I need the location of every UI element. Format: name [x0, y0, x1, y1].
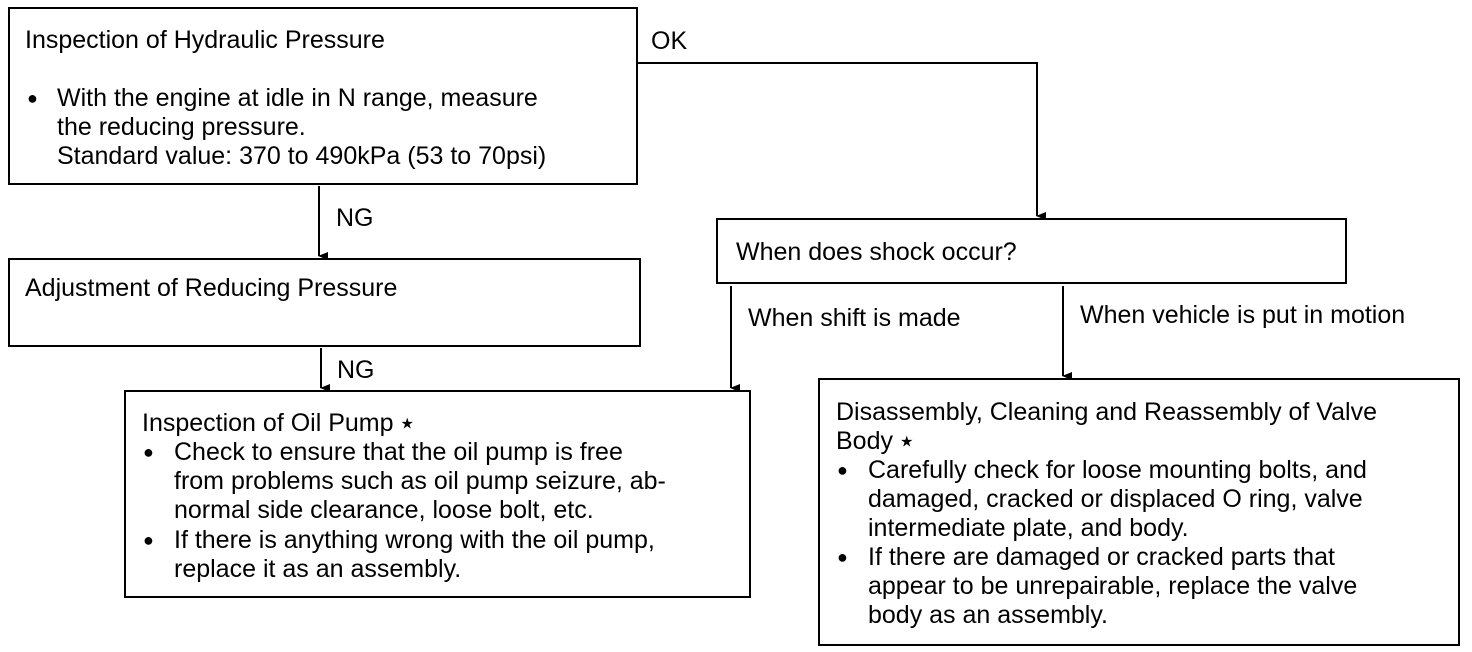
- bullet-icon: ●: [837, 547, 848, 567]
- ok-label: OK: [651, 27, 688, 55]
- reducing-pressure-title: Adjustment of Reducing Pressure: [25, 274, 398, 302]
- hydraulic-bullet-line: Standard value: 370 to 490kPa (53 to 70p…: [57, 142, 547, 170]
- shift-label: When shift is made: [748, 304, 961, 332]
- motion-label: When vehicle is put in motion: [1080, 301, 1406, 329]
- reducing-pressure-box: Adjustment of Reducing Pressure: [8, 258, 641, 347]
- hydraulic-pressure-title: Inspection of Hydraulic Pressure: [25, 26, 385, 54]
- oil-pump-box: Inspection of Oil Pump ★ ● Check to ensu…: [124, 390, 751, 598]
- hydraulic-bullet-line: With the engine at idle in N range, meas…: [57, 84, 538, 112]
- bullet-icon: ●: [143, 530, 154, 550]
- valve-body-bullet-line: damaged, cracked or displaced O ring, va…: [868, 485, 1363, 513]
- bullet-icon: ●: [143, 442, 154, 462]
- valve-body-title: Disassembly, Cleaning and Reassembly of …: [836, 398, 1377, 426]
- oil-pump-bullet-line: Check to ensure that the oil pump is fre…: [174, 438, 623, 466]
- oil-pump-bullet-line: replace it as an assembly.: [174, 555, 462, 583]
- valve-body-bullet-line: Carefully check for loose mounting bolts…: [868, 456, 1367, 484]
- bullet-icon: ●: [27, 88, 38, 108]
- valve-body-bullet-line: body as an assembly.: [868, 601, 1108, 629]
- ok-arrow: [637, 62, 1046, 220]
- valve-body-box: Disassembly, Cleaning and Reassembly of …: [818, 378, 1460, 646]
- ng-label: NG: [337, 356, 375, 384]
- bullet-icon: ●: [837, 460, 848, 480]
- valve-body-bullet-line: intermediate plate, and body.: [868, 514, 1189, 542]
- oil-pump-title: Inspection of Oil Pump ★: [142, 409, 414, 437]
- ng-label: NG: [336, 204, 374, 232]
- star-icon: ★: [899, 433, 914, 451]
- valve-body-bullet-line: If there are damaged or cracked parts th…: [868, 543, 1335, 571]
- oil-pump-bullet-line: normal side clearance, loose bolt, etc.: [174, 496, 594, 524]
- valve-body-title: Body ★: [836, 427, 914, 455]
- hydraulic-bullet-line: the reducing pressure.: [57, 113, 306, 141]
- valve-body-bullet-line: appear to be unrepairable, replace the v…: [868, 572, 1358, 600]
- oil-pump-bullet-line: from problems such as oil pump seizure, …: [174, 467, 666, 495]
- hydraulic-pressure-box: Inspection of Hydraulic Pressure ● With …: [8, 7, 638, 185]
- shock-question-box: When does shock occur?: [716, 218, 1347, 284]
- shock-question-title: When does shock occur?: [736, 238, 1017, 266]
- star-icon: ★: [400, 415, 414, 433]
- oil-pump-bullet-line: If there is anything wrong with the oil …: [174, 526, 655, 554]
